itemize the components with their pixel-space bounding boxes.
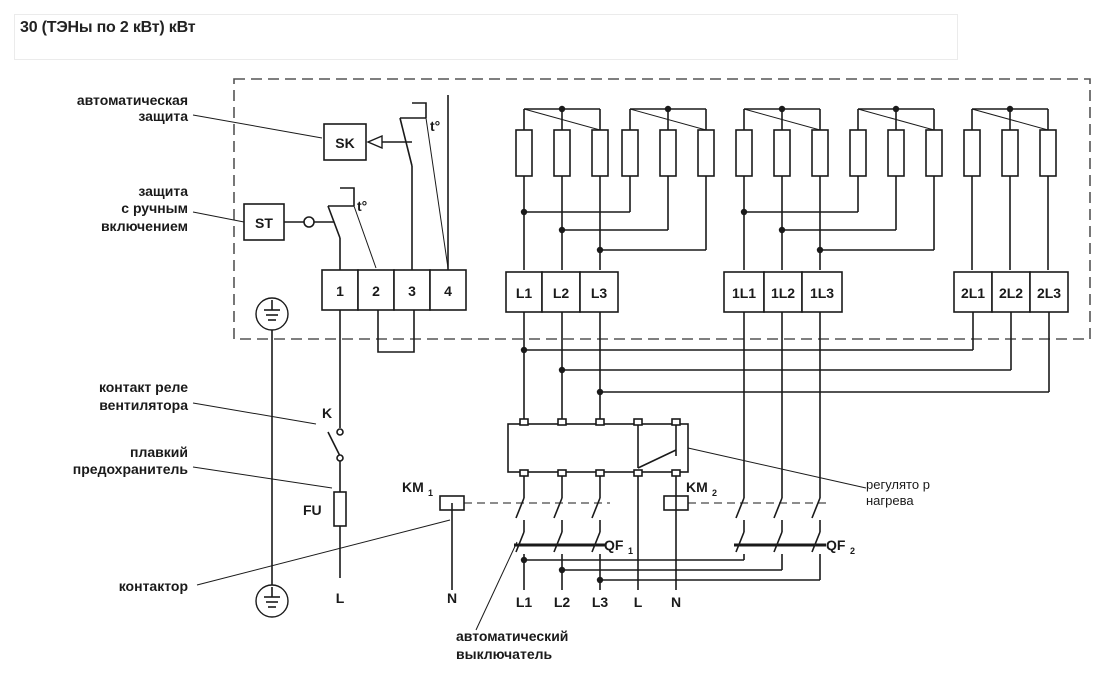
- label-fan-relay-line2: вентилятора: [99, 397, 188, 413]
- qf2-label: QF: [826, 537, 846, 553]
- qf2-subscript: 2: [850, 546, 855, 556]
- terminal-l3: L3: [591, 285, 608, 301]
- sk-label: SK: [335, 135, 354, 151]
- jumper-2-3: [377, 310, 415, 353]
- terminal-block-1: 1L1 1L2 1L3: [723, 271, 843, 313]
- terminal-4: 4: [444, 283, 452, 299]
- qf1-subscript: 1: [628, 546, 633, 556]
- heater-elements: [515, 105, 1057, 270]
- terminal-bottom-l: L: [336, 590, 345, 606]
- terminal-2l1: 2L1: [961, 285, 985, 301]
- fuse-fu-label: FU: [303, 502, 322, 518]
- label-heat-regulator-line2: нагрева: [866, 493, 914, 508]
- page-title: 30 (ТЭНы по 2 кВт) кВт: [20, 19, 196, 36]
- label-auto-protection-line1: автоматическая: [77, 92, 188, 108]
- title-frame: [14, 14, 958, 60]
- qf2-breaker: [524, 531, 826, 581]
- km1-contacts: [515, 497, 601, 532]
- km1-subscript: 1: [428, 488, 433, 498]
- leader-lines: [192, 114, 867, 631]
- terminal-1l2: 1L2: [771, 285, 795, 301]
- sk-box: [323, 123, 367, 161]
- terminal-bottom-l3: L3: [592, 594, 609, 610]
- terminal-1l1: 1L1: [732, 285, 756, 301]
- terminal-bottom-l1: L1: [516, 594, 533, 610]
- label-fuse-line2: предохранитель: [73, 461, 189, 477]
- terminal-l1: L1: [516, 285, 533, 301]
- label-manual-protection-line3: включением: [101, 218, 188, 234]
- label-manual-protection-line1: защита: [138, 183, 188, 199]
- heater-group: [523, 108, 1049, 131]
- terminal-3: 3: [408, 283, 416, 299]
- terminal-block-main: L1 L2 L3: [505, 271, 619, 313]
- regulator-pins: [519, 418, 681, 477]
- label-contactor: контактор: [119, 578, 188, 594]
- terminal-block-control: 1 2 3 4: [321, 269, 467, 311]
- heat-regulator-box: [507, 423, 689, 473]
- earth-icon-bottom: [255, 584, 289, 618]
- st-actuator: [284, 216, 334, 228]
- st-label: ST: [255, 215, 273, 231]
- terminal-2: 2: [372, 283, 380, 299]
- terminal-bottom-l-reg: L: [634, 594, 643, 610]
- km1-label: KM: [402, 479, 424, 495]
- terminal-l2: L2: [553, 285, 570, 301]
- label-breaker-line1: автоматический: [456, 628, 568, 644]
- heater-enclosure: [233, 78, 1091, 340]
- qf1-label: QF: [604, 537, 624, 553]
- label-auto-protection-line2: защита: [138, 108, 188, 124]
- temp-symbol-upper: t°: [430, 118, 440, 134]
- relay-k-label: K: [322, 405, 332, 421]
- regulator-supply: [451, 476, 677, 590]
- terminal-2l2: 2L2: [999, 285, 1023, 301]
- sk-actuator: [366, 134, 412, 150]
- km2-contacts: [735, 497, 821, 532]
- temp-symbol-lower: t°: [357, 198, 367, 214]
- label-manual-protection-line2: с ручным: [121, 200, 188, 216]
- junction-dots: [520, 346, 604, 396]
- km2-label: KM: [686, 479, 708, 495]
- km2-subscript: 2: [712, 488, 717, 498]
- thermo-switch-lower: [327, 187, 377, 270]
- terminal-2l3: 2L3: [1037, 285, 1061, 301]
- terminal-bottom-n-reg: N: [671, 594, 681, 610]
- terminal-bottom-n: N: [447, 590, 457, 606]
- earth-icon: [255, 297, 289, 331]
- st-box: [243, 203, 285, 241]
- terminal-block-2: 2L1 2L2 2L3: [953, 271, 1069, 313]
- breaker-junctions: [520, 556, 604, 584]
- qf1-breaker: [514, 531, 606, 590]
- label-heat-regulator-line1: регулято р: [866, 477, 930, 492]
- label-breaker-line2: выключатель: [456, 646, 553, 662]
- label-fuse-line1: плавкий: [130, 444, 188, 460]
- terminal-bottom-l2: L2: [554, 594, 571, 610]
- terminal-1l3: 1L3: [810, 285, 834, 301]
- terminal-1: 1: [336, 283, 344, 299]
- label-fan-relay-line1: контакт реле: [99, 379, 188, 395]
- regulator-contact: [637, 424, 677, 469]
- control-wire-1: [327, 310, 347, 578]
- thermo-switch-upper: [399, 102, 449, 270]
